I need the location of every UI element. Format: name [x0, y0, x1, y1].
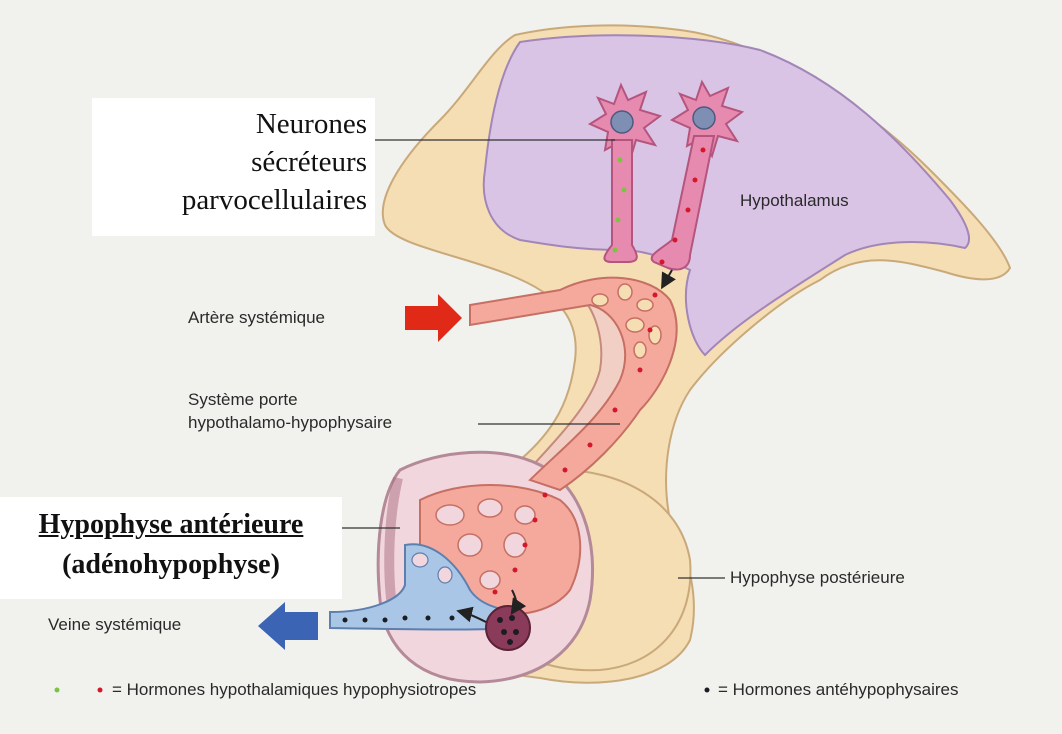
- legend-dot-black: [705, 688, 710, 693]
- hypophyse-posterieure-label: Hypophyse postérieure: [730, 567, 905, 589]
- adenohypophyse-label: (adénohypophyse): [0, 549, 342, 581]
- hypophyse-anterieure-label: Hypophyse antérieure: [0, 509, 342, 541]
- hypophyse-anterieure-box: Hypophyse antérieure (adénohypophyse): [0, 497, 342, 599]
- systeme-label-line1: Système porte: [188, 389, 298, 411]
- artere-label: Artère systémique: [188, 307, 325, 329]
- neurones-label-line1: Neurones: [92, 106, 367, 143]
- neurones-label-line2: sécréteurs: [92, 144, 367, 181]
- legend-dot-red: [98, 688, 103, 693]
- neurones-label-box: Neurones sécréteurs parvocellulaires: [92, 98, 375, 236]
- legend-antehypophyseal-label: = Hormones antéhypophysaires: [718, 679, 959, 701]
- legend-hypothalamic-label: = Hormones hypothalamiques hypophysiotro…: [112, 679, 476, 701]
- systeme-label-line2: hypothalamo-hypophysaire: [188, 412, 392, 434]
- neurones-label-line3: parvocellulaires: [92, 182, 367, 219]
- legend-dot-green: [55, 688, 60, 693]
- hypothalamus-label: Hypothalamus: [740, 190, 849, 212]
- veine-label: Veine systémique: [48, 614, 181, 636]
